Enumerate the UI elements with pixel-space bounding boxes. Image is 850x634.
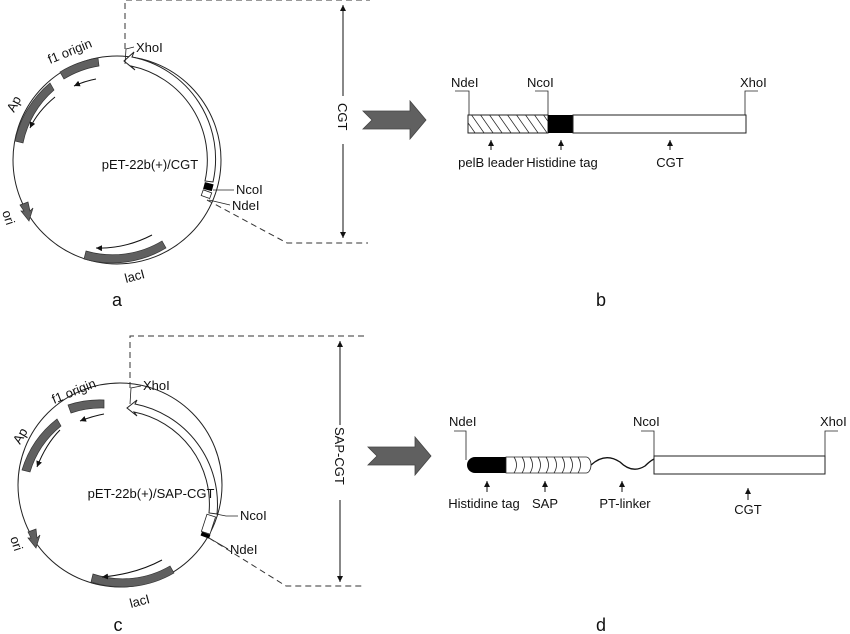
plasmid-name: pET-22b(+)/CGT: [102, 157, 199, 172]
site-xhoi: XhoI: [143, 378, 170, 393]
site-ncoi-d: NcoI: [633, 414, 660, 429]
label-laci: lacI: [128, 591, 151, 611]
insert-label: CGT: [335, 103, 350, 131]
panel-letter-a: a: [112, 290, 123, 310]
site-ncoi: NcoI: [240, 508, 267, 523]
ndei-site-marker: [454, 430, 467, 460]
segment-cgt: [653, 455, 826, 475]
site-ncoi: NcoI: [236, 182, 263, 197]
segment-label: CGT: [656, 155, 684, 170]
site-xhoi-d: XhoI: [820, 414, 847, 429]
plasmid-backbone: [12, 55, 222, 265]
site-xhoi-b: XhoI: [740, 75, 767, 90]
ncoi-leader: [215, 513, 238, 517]
segment-label: SAP: [532, 496, 558, 511]
segment-label: PT-linker: [599, 496, 651, 511]
segment-label: CGT: [734, 502, 762, 517]
panel-letter-c: c: [114, 615, 123, 634]
histidine-tag-block: [203, 182, 214, 192]
segment-cgt: [572, 114, 747, 134]
label-laci: lacI: [123, 266, 146, 286]
plasmid-name: pET-22b(+)/SAP-CGT: [88, 486, 215, 501]
ncoi-site-marker: [641, 430, 655, 456]
site-ndei: NdeI: [232, 198, 259, 213]
ap-feature: [21, 418, 62, 473]
xhoi-leader: [129, 385, 142, 405]
site-ndei: NdeI: [230, 542, 257, 557]
panel-c: f1 origin Ap ori lacI pET-22b(+)/SAP-CGT…: [7, 335, 432, 634]
histidine-tag-block: [200, 531, 211, 539]
label-ap: Ap: [10, 425, 31, 446]
panel-letter-b: b: [596, 290, 606, 310]
label-ori: ori: [0, 208, 18, 226]
plasmid-backbone: [17, 382, 223, 588]
segment-label: pelB leader: [458, 155, 524, 170]
ap-direction-arrow: [36, 429, 61, 468]
f1-direction-arrow: [73, 78, 97, 87]
site-ndei-d: NdeI: [449, 414, 476, 429]
laci-direction-arrow: [101, 559, 163, 580]
segment-histidine-tag: [548, 115, 573, 133]
panel-b: NdeI NcoI XhoI pelB leader Histidine tag…: [451, 75, 767, 310]
xhoi-site-marker: [744, 90, 758, 115]
sap-block: [200, 513, 217, 535]
label-ap: Ap: [3, 93, 24, 114]
laci-feature: [90, 565, 175, 588]
segment-label: Histidine tag: [526, 155, 598, 170]
sap-cgt-insert-arrow: [126, 399, 218, 515]
transition-arrow-icon: [367, 435, 432, 477]
site-ndei-b: NdeI: [451, 75, 478, 90]
ndei-leader: [208, 199, 231, 206]
segment-label: Histidine tag: [448, 496, 520, 511]
segment-pelb-leader: [467, 114, 549, 134]
insert-label: SAP-CGT: [332, 427, 347, 485]
f1-origin-feature: [67, 399, 105, 414]
laci-direction-arrow: [95, 234, 153, 252]
xhoi-leader: [124, 46, 135, 65]
pelb-block: [200, 189, 213, 200]
ap-feature: [14, 82, 55, 144]
f1-origin-feature: [59, 57, 100, 80]
ndei-site-marker: [455, 90, 470, 115]
ncoi-site-marker: [535, 90, 549, 115]
laci-feature: [83, 240, 167, 264]
cgt-insert-arrow: [123, 51, 217, 183]
xhoi-site-marker: [824, 430, 838, 456]
ori-feature: [19, 201, 34, 222]
projection-dashed-bottom: [206, 199, 368, 244]
projection-dashed-bottom: [208, 537, 365, 587]
f1-direction-arrow: [79, 413, 105, 422]
panel-letter-d: d: [596, 615, 606, 634]
panel-d: NdeI NcoI XhoI Histidine tag SAP PT-link…: [448, 414, 847, 634]
site-ncoi-b: NcoI: [527, 75, 554, 90]
label-ori: ori: [7, 534, 26, 552]
segment-histidine-tag: [467, 457, 506, 473]
site-xhoi: XhoI: [136, 40, 163, 55]
sap-coil-lines: [513, 456, 581, 474]
projection-dashed-top: [129, 335, 365, 388]
ori-feature: [27, 528, 41, 549]
ap-direction-arrow: [29, 96, 56, 129]
transition-arrow-icon: [362, 99, 427, 141]
panel-a: f1 origin Ap ori lacI pET-22b(+)/CGT Xho…: [0, 0, 427, 310]
segment-pt-linker: [590, 457, 655, 470]
